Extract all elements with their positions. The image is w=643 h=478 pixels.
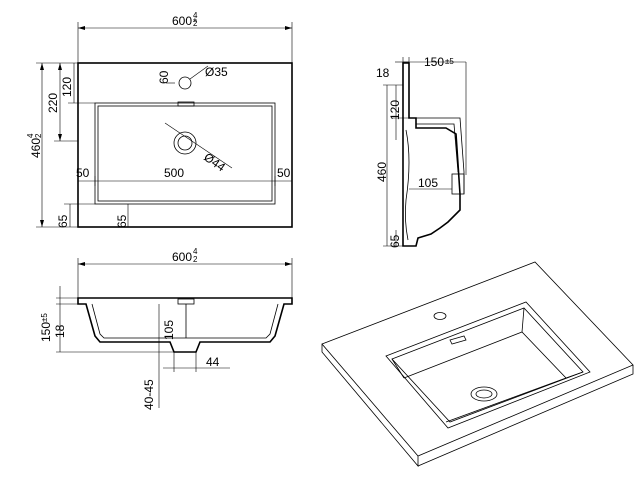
front-overflow <box>177 298 195 305</box>
bottom-left-label: 65 <box>56 214 70 228</box>
iso-top-surface <box>321 261 634 457</box>
dim-60-label: 60 <box>157 70 171 84</box>
top-height-label: 460 <box>29 138 43 158</box>
basin-outline <box>77 62 293 228</box>
top-width-label: 600 <box>172 14 192 28</box>
bottom-inner-label: 65 <box>115 214 129 228</box>
side-dim-150-tol: ±5 <box>445 57 454 66</box>
margin-right-label: 50 <box>277 166 291 180</box>
front-dim-44-label: 44 <box>206 355 220 369</box>
iso-bowl-rim <box>385 301 591 429</box>
bowl-outline <box>94 102 276 205</box>
top-height-tol-plus: 4 <box>26 133 35 138</box>
front-view: 600 4 2 150 ±5 18 105 44 40-45 <box>39 247 293 410</box>
iso-drain-outer <box>470 386 498 402</box>
front-dim-150-tol: ±5 <box>40 313 49 322</box>
tap-hole <box>178 76 192 90</box>
svg-text:±: ± <box>193 17 197 24</box>
front-dim-150-label: 150 <box>39 322 53 342</box>
front-profile <box>77 297 293 353</box>
tap-hole-label: Ø35 <box>205 65 228 79</box>
bowl-width-label: 500 <box>164 166 184 180</box>
front-dim-40-45-label: 40-45 <box>142 379 156 410</box>
dim-120-label: 120 <box>60 77 74 97</box>
side-dim-460-label: 460 <box>375 162 389 182</box>
drain-inner <box>177 135 193 151</box>
side-dim-150-label: 150 <box>424 55 444 69</box>
drain-outer <box>173 131 197 155</box>
drain-label: Ø44 <box>201 150 228 175</box>
front-dim-18-label: 18 <box>53 324 67 338</box>
top-view: 600 4 2 ± 460 4 2 220 120 60 Ø35 Ø44 <box>26 11 293 228</box>
front-width-tol-minus: 2 <box>193 255 198 264</box>
front-dim-105-label: 105 <box>162 320 176 340</box>
overflow-slot <box>177 101 195 107</box>
isometric-view <box>321 261 634 468</box>
side-dim-65-label: 65 <box>388 234 402 248</box>
margin-left-label: 50 <box>76 166 90 180</box>
iso-overflow <box>449 335 467 345</box>
front-width-label: 600 <box>172 250 192 264</box>
iso-tap-hole <box>433 312 447 320</box>
side-dim-120-label: 120 <box>388 100 402 120</box>
iso-drain-inner <box>475 389 493 399</box>
dim-220-label: 220 <box>46 93 60 113</box>
front-width-tol-plus: 4 <box>193 247 198 256</box>
side-dim-18-label: 18 <box>376 66 390 80</box>
top-width-tol-plus: 4 <box>193 11 198 20</box>
side-view: 18 150 ±5 120 460 105 65 <box>375 55 467 248</box>
side-profile <box>402 62 461 247</box>
bowl-inner-outline <box>97 105 273 202</box>
top-width-tol-minus: 2 <box>193 19 198 28</box>
side-drain <box>451 173 465 195</box>
top-height-tol-minus: 2 <box>34 133 43 138</box>
side-dim-105-label: 105 <box>418 176 438 190</box>
